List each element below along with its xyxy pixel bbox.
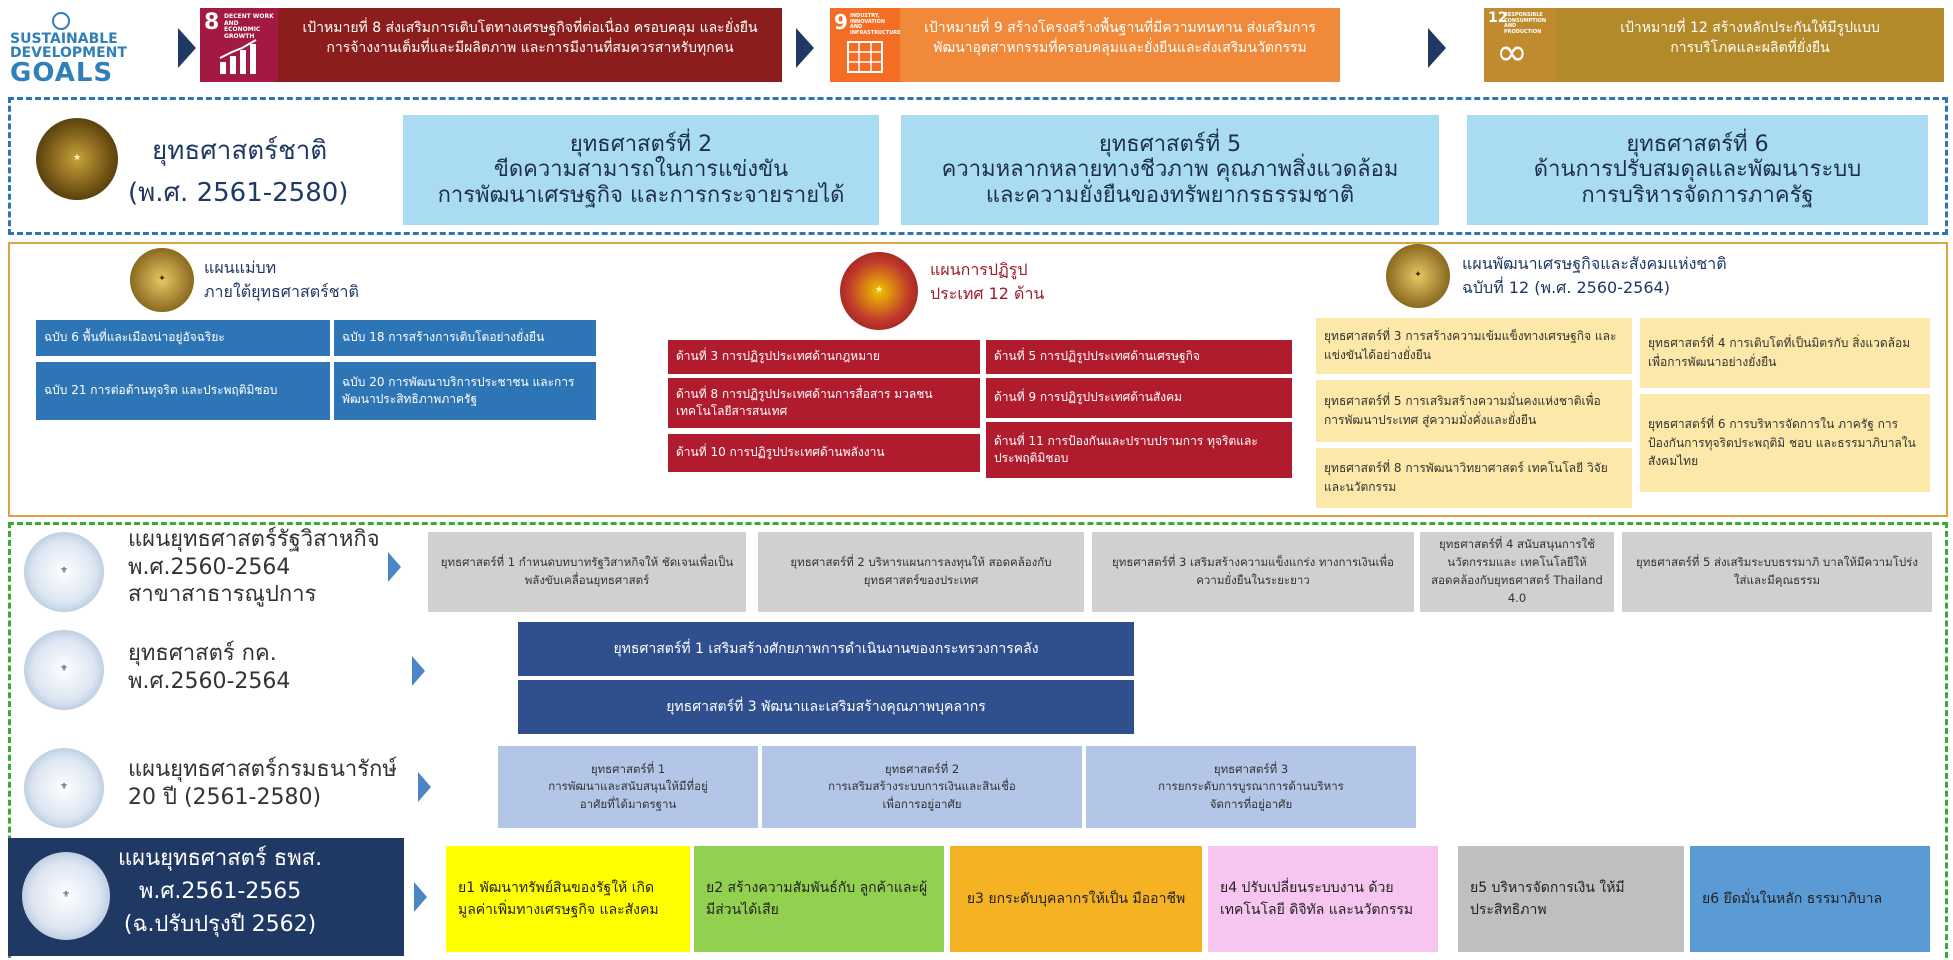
soe-strategy-3: ยุทธศาสตร์ที่ 3 เสริมสร้างความแข็งแกร่ง … [1092, 532, 1414, 612]
master-plan-item-6: ฉบับ 6 พื้นที่และเมืองน่าอยู่อัจฉริยะ [36, 320, 330, 356]
thps-strategy-3: ย3 ยกระดับบุคลากรให้เป็น มืออาชีพ [950, 846, 1202, 952]
sdg-logo: SUSTAINABLE DEVELOPMENT GOALS [8, 8, 178, 88]
chevron-right-icon [418, 772, 431, 802]
mof-emblem-icon: ⚜ [24, 630, 104, 710]
treasury-strategy-2: ยุทธศาสตร์ที่ 2 การเสริมสร้างระบบการเงิน… [762, 746, 1082, 828]
master-plan-item-20: ฉบับ 20 การพัฒนาบริการประชาชน และการพัฒน… [334, 362, 596, 420]
economic-plan-strategy-5: ยุทธศาสตร์ที่ 5 การเสริมสร้างความมั่นคงแ… [1316, 380, 1632, 442]
mof-strategy-1: ยุทธศาสตร์ที่ 1 เสริมสร้างศักยภาพการดำเน… [518, 622, 1134, 676]
sdg-goal-9-text-line2: พัฒนาอุตสาหกรรมที่ครอบคลุมและยั่งยืนและส… [933, 40, 1307, 57]
economic-plan-strategy-6: ยุทธศาสตร์ที่ 6 การบริหารจัดการใน ภาครัฐ… [1640, 394, 1930, 492]
sdg-goal-9-text-line1: เป้าหมายที่ 9 สร้างโครงสร้างพื้นฐานที่มี… [924, 20, 1316, 36]
reform-plan-item-10: ด้านที่ 10 การปฏิรูปประเทศด้านพลังงาน [668, 434, 980, 472]
soe-emblem-icon: ⚜ [24, 532, 104, 612]
national-strategy-period: (พ.ศ. 2561-2580) [128, 178, 349, 208]
thps-emblem-icon: ⚜ [22, 852, 110, 940]
master-plan-seal-icon: ✦ [130, 248, 194, 312]
thps-strategy-4: ย4 ปรับเปลี่ยนระบบงาน ด้วย เทคโนโลยี ดิจ… [1208, 846, 1438, 952]
soe-plan-label: แผนยุทธศาสตร์รัฐวิสาหกิจ พ.ศ.2560-2564 ส… [128, 527, 380, 607]
master-plan-item-18: ฉบับ 18 การสร้างการเติบโตอย่างยั่งยืน [334, 320, 596, 356]
economic-plan-strategy-8: ยุทธศาสตร์ที่ 8 การพัฒนาวิทยาศาสตร์ เทคโ… [1316, 448, 1632, 508]
master-plan-title: แผนแม่บท ภายใต้ยุทธศาสตร์ชาติ [204, 258, 359, 301]
soe-strategy-2: ยุทธศาสตร์ที่ 2 บริหารแผนการลงทุนให้ สอด… [758, 532, 1084, 612]
sdg-goal-8-text-line2: การจ้างงานเต็มที่และมีผลิตภาพ และการมีงา… [326, 40, 734, 57]
national-strategy-title: ยุทธศาสตร์ชาติ [152, 136, 328, 166]
reform-plan-title: แผนการปฏิรูป ประเทศ 12 ด้าน [930, 260, 1045, 303]
sdg-goal-12: 12 RESPONSIBLE CONSUMPTION AND PRODUCTIO… [1484, 8, 1944, 82]
sdg-9-icon: 9 INDUSTRY, INNOVATION AND INFRASTRUCTUR… [830, 8, 901, 82]
sdg-12-icon: 12 RESPONSIBLE CONSUMPTION AND PRODUCTIO… [1484, 8, 1556, 82]
reform-plan-item-11: ด้านที่ 11 การป้องกันและปราบปรามการ ทุจร… [986, 422, 1292, 478]
national-strategy-6: ยุทธศาสตร์ที่ 6 ด้านการปรับสมดุลและพัฒนา… [1467, 115, 1928, 225]
sdg-logo-line2: DEVELOPMENT [10, 45, 127, 61]
treasury-emblem-icon: ⚜ [24, 748, 104, 828]
thps-strategy-6: ย6 ยึดมั่นในหลัก ธรรมาภิบาล [1690, 846, 1930, 952]
sdg-8-icon: 8 DECENT WORK AND ECONOMIC GROWTH [200, 8, 278, 82]
thps-strategy-1: ย1 พัฒนาทรัพย์สินของรัฐให้ เกิดมูลค่าเพิ… [446, 846, 690, 952]
treasury-strategy-3: ยุทธศาสตร์ที่ 3 การยกระดับการบูรณาการด้า… [1086, 746, 1416, 828]
national-seal-icon: ★ [36, 118, 118, 200]
sdg-logo-line1: SUSTAINABLE [10, 31, 118, 47]
plans-frame [8, 242, 1948, 517]
treasury-strategy-1: ยุทธศาสตร์ที่ 1 การพัฒนาและสนับสนุนให้มี… [498, 746, 758, 828]
thps-strategy-5: ย5 บริหารจัดการเงิน ให้มีประสิทธิภาพ [1458, 846, 1684, 952]
sdg-goal-8: 8 DECENT WORK AND ECONOMIC GROWTH เป้าหม… [200, 8, 782, 82]
economic-plan-strategy-3: ยุทธศาสตร์ที่ 3 การสร้างความเข้มแข็งทางเ… [1316, 318, 1632, 374]
economic-plan-title: แผนพัฒนาเศรษฐกิจและสังคมแห่งชาติ ฉบับที่… [1462, 254, 1727, 297]
soe-strategy-1: ยุทธศาสตร์ที่ 1 กำหนดบทบาทรัฐวิสาหกิจให้… [428, 532, 746, 612]
reform-plan-seal-icon: ★ [840, 252, 918, 330]
growth-chart-icon [219, 39, 257, 74]
economic-plan-seal-icon: ✦ [1386, 244, 1450, 308]
reform-plan-item-9: ด้านที่ 9 การปฏิรูปประเทศด้านสังคม [986, 378, 1292, 418]
mof-plan-label: ยุทธศาสตร์ กค. พ.ศ.2560-2564 [128, 641, 291, 694]
infrastructure-cube-icon [847, 41, 883, 73]
thps-strategy-2: ย2 สร้างความสัมพันธ์กับ ลูกค้าและผู้มีส่… [694, 846, 944, 952]
chevron-right-icon [1428, 28, 1446, 68]
chevron-right-icon [178, 28, 196, 68]
sectoral-frame [8, 522, 1948, 958]
economic-plan-strategy-4: ยุทธศาสตร์ที่ 4 การเติบโตที่เป็นมิตรกับ … [1640, 318, 1930, 388]
mof-strategy-3: ยุทธศาสตร์ที่ 3 พัฒนาและเสริมสร้างคุณภาพ… [518, 680, 1134, 734]
sdg-goal-9: 9 INDUSTRY, INNOVATION AND INFRASTRUCTUR… [830, 8, 1340, 82]
national-strategy-2: ยุทธศาสตร์ที่ 2 ขีดความสามารถในการแข่งขั… [403, 115, 879, 225]
thps-plan-label: แผนยุทธศาสตร์ ธพส. พ.ศ.2561-2565 (ฉ.ปรับ… [118, 846, 323, 937]
reform-plan-item-8: ด้านที่ 8 การปฏิรูปประเทศด้านการสื่อสาร … [668, 378, 980, 428]
treasury-plan-label: แผนยุทธศาสตร์กรมธนารักษ์ 20 ปี (2561-258… [128, 757, 397, 810]
sdg-logo-line3: GOALS [10, 58, 114, 88]
chevron-right-icon [388, 552, 401, 582]
national-strategy-5: ยุทธศาสตร์ที่ 5 ความหลากหลายทางชีวภาพ คุ… [901, 115, 1439, 225]
sdg-goal-12-text-line1: เป้าหมายที่ 12 สร้างหลักประกันให้มีรูปแบ… [1620, 20, 1880, 36]
chevron-right-icon [414, 882, 427, 912]
soe-strategy-4: ยุทธศาสตร์ที่ 4 สนับสนุนการใช้นวัตกรรมแล… [1420, 532, 1614, 612]
reform-plan-item-3: ด้านที่ 3 การปฏิรูปประเทศด้านกฎหมาย [668, 340, 980, 374]
chevron-right-icon [412, 656, 425, 686]
sdg-goal-8-text-line1: เป้าหมายที่ 8 ส่งเสริมการเติบโตทางเศรษฐก… [302, 20, 758, 36]
un-emblem-icon [52, 12, 70, 30]
sdg-goal-12-text-line2: การบริโภคและผลิตที่ยั่งยืน [1670, 40, 1830, 57]
reform-plan-item-5: ด้านที่ 5 การปฏิรูปประเทศด้านเศรษฐกิจ [986, 340, 1292, 374]
infinity-icon: ∞ [1496, 30, 1528, 74]
national-strategy-frame [8, 97, 1948, 235]
master-plan-item-21: ฉบับ 21 การต่อต้านทุจริต และประพฤติมิชอบ [36, 362, 330, 420]
soe-strategy-5: ยุทธศาสตร์ที่ 5 ส่งเสริมระบบธรรมาภิ บาลใ… [1622, 532, 1932, 612]
chevron-right-icon [796, 28, 814, 68]
